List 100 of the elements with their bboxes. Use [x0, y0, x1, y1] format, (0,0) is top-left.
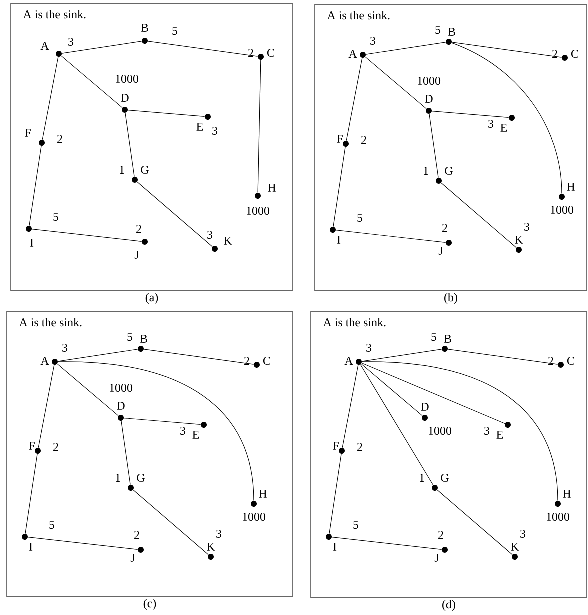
edge-line: [258, 60, 262, 194]
edge-line: [124, 418, 202, 426]
weight-label: 2: [248, 49, 254, 57]
edge-line: [336, 230, 446, 243]
vertex-label: B: [444, 335, 452, 343]
weight-label: 2: [552, 50, 558, 58]
edge-line: [137, 182, 213, 248]
vertex-label: K: [207, 543, 216, 551]
vertex-label: E: [500, 124, 508, 132]
weight-label: 3: [216, 530, 222, 538]
vertex-label: G: [141, 166, 149, 174]
weight-label: 2: [362, 136, 366, 144]
vertex-label: F: [333, 442, 339, 450]
weight-label: 2: [244, 357, 250, 365]
edge-line: [362, 349, 442, 362]
vertex-label: E: [192, 431, 200, 439]
weight-label: 2: [442, 224, 448, 232]
edge-line: [25, 454, 38, 534]
vertex-label: J: [130, 554, 136, 562]
vertex-label: G: [137, 474, 145, 482]
vertex-label: B: [140, 335, 148, 343]
edge-line: [362, 362, 558, 502]
weight-label: 1000: [418, 76, 441, 86]
weight-label: 1000: [110, 384, 133, 392]
edge-line: [365, 56, 427, 110]
panel-caption: (a): [146, 293, 158, 304]
weight-label: 2: [438, 531, 444, 539]
weight-label: 1000: [116, 74, 139, 84]
edge-line: [346, 58, 363, 142]
weight-label: 1: [120, 166, 124, 174]
weight-label: 2: [358, 443, 362, 451]
weight-label: 1000: [547, 512, 570, 522]
edge-line: [144, 349, 254, 365]
panel-caption: (c): [144, 599, 156, 610]
vertex-label: F: [29, 442, 35, 450]
weight-label: 2: [134, 531, 140, 539]
weight-label: 1: [420, 474, 424, 482]
edge-line: [437, 490, 513, 556]
vertex-label: C: [567, 356, 574, 366]
vertex-label: A: [344, 357, 354, 365]
vertex-label: K: [511, 543, 520, 551]
vertex-label: D: [117, 402, 125, 410]
weight-label: 3: [370, 36, 376, 46]
edge-line: [148, 41, 258, 57]
vertex-label: D: [121, 94, 129, 102]
panel-caption: (b): [444, 293, 458, 304]
panel-heading: A is the sink.: [327, 11, 390, 20]
edge-line: [28, 537, 138, 550]
vertex-label: A: [40, 357, 50, 365]
vertex-label: A: [40, 42, 50, 50]
weight-label: 1000: [247, 206, 270, 216]
weight-label: 5: [128, 333, 133, 341]
weight-label: 3: [180, 426, 186, 436]
weight-label: 5: [436, 26, 441, 34]
edge-line: [42, 56, 59, 140]
edge-line: [452, 42, 562, 194]
edge-line: [361, 364, 423, 416]
edge-line: [429, 114, 439, 178]
weight-label: 1: [424, 167, 428, 175]
vertex-label: H: [268, 184, 276, 192]
edge-line: [133, 490, 209, 556]
weight-label: 2: [58, 135, 62, 143]
weight-label: 3: [208, 230, 213, 240]
edge-line: [38, 364, 55, 448]
edge-line: [121, 420, 131, 486]
vertex-label: B: [448, 28, 456, 36]
vertex-label: K: [224, 237, 232, 245]
weight-label: 1000: [243, 512, 266, 522]
vertex-label: J: [434, 554, 440, 562]
edge-line: [332, 537, 442, 550]
panel-heading: A is the sink.: [323, 318, 386, 327]
vertex-label: E: [196, 123, 204, 131]
vertex-label: I: [30, 239, 34, 247]
edge-line: [342, 364, 359, 448]
weight-label: 2: [136, 225, 142, 233]
edge-line: [61, 56, 123, 108]
vertex-label: H: [563, 490, 571, 498]
weight-label: 5: [358, 214, 363, 222]
edge-line: [441, 182, 517, 248]
edge-line: [57, 364, 119, 416]
vertex-label: C: [267, 48, 274, 58]
weight-label: 3: [212, 126, 218, 136]
vertex-label: G: [441, 474, 449, 482]
vertex-label: C: [263, 356, 270, 366]
vertex-label: H: [259, 490, 267, 498]
vertex-label: G: [445, 166, 453, 176]
weight-label: 2: [548, 357, 554, 365]
vertex-label: I: [337, 236, 341, 244]
edge-line: [29, 146, 42, 226]
weight-label: 5: [54, 213, 59, 221]
panel-caption: (d): [442, 600, 456, 612]
edge-line: [58, 349, 138, 362]
vertex-label: F: [337, 135, 343, 143]
weight-label: 3: [68, 38, 74, 46]
panel-heading: A is the sink.: [19, 318, 82, 327]
edge-line: [333, 146, 346, 228]
vertex-label: A: [348, 50, 358, 58]
edge-line: [62, 41, 142, 54]
edge-line: [366, 42, 446, 55]
vertex-label: H: [567, 183, 575, 191]
